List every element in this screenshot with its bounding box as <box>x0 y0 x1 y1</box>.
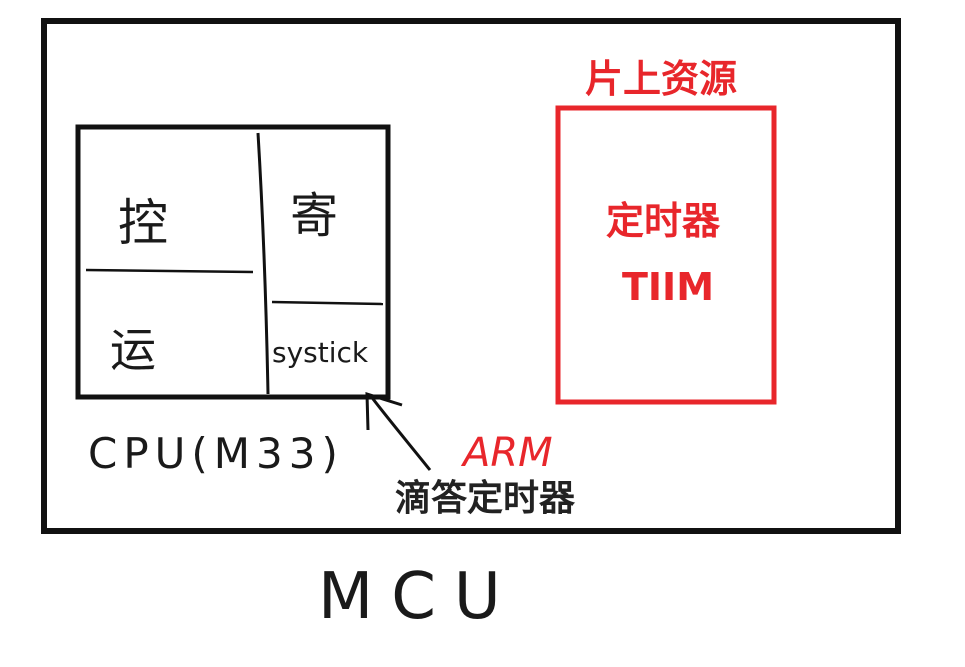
arm-label: ARM <box>460 430 553 476</box>
onchip-title: 片上资源 <box>585 57 737 101</box>
systick-arrow-shaft <box>368 394 432 471</box>
cpu-cell-alu: 运 <box>110 323 156 377</box>
cpu-cell-systick: systick <box>272 336 369 369</box>
cpu-caption: CPU(M33) <box>88 429 344 478</box>
onchip-timer-box <box>555 105 777 405</box>
mcu-outer-box <box>41 18 901 534</box>
onchip-timer-label: 定时器 <box>606 199 721 243</box>
onchip-timer-name: TIIM <box>622 265 714 309</box>
cpu-cell-register: 寄 <box>290 188 338 244</box>
cpu-left-horizontal-divider <box>85 268 254 274</box>
mcu-label: MCU <box>318 560 519 634</box>
cpu-right-horizontal-divider <box>271 300 384 306</box>
cpu-box <box>75 124 391 400</box>
cpu-vertical-divider <box>256 132 270 395</box>
systick-annotation: 滴答定时器 <box>395 478 576 519</box>
cpu-cell-control: 控 <box>118 194 168 252</box>
systick-arrow-head <box>365 391 403 431</box>
